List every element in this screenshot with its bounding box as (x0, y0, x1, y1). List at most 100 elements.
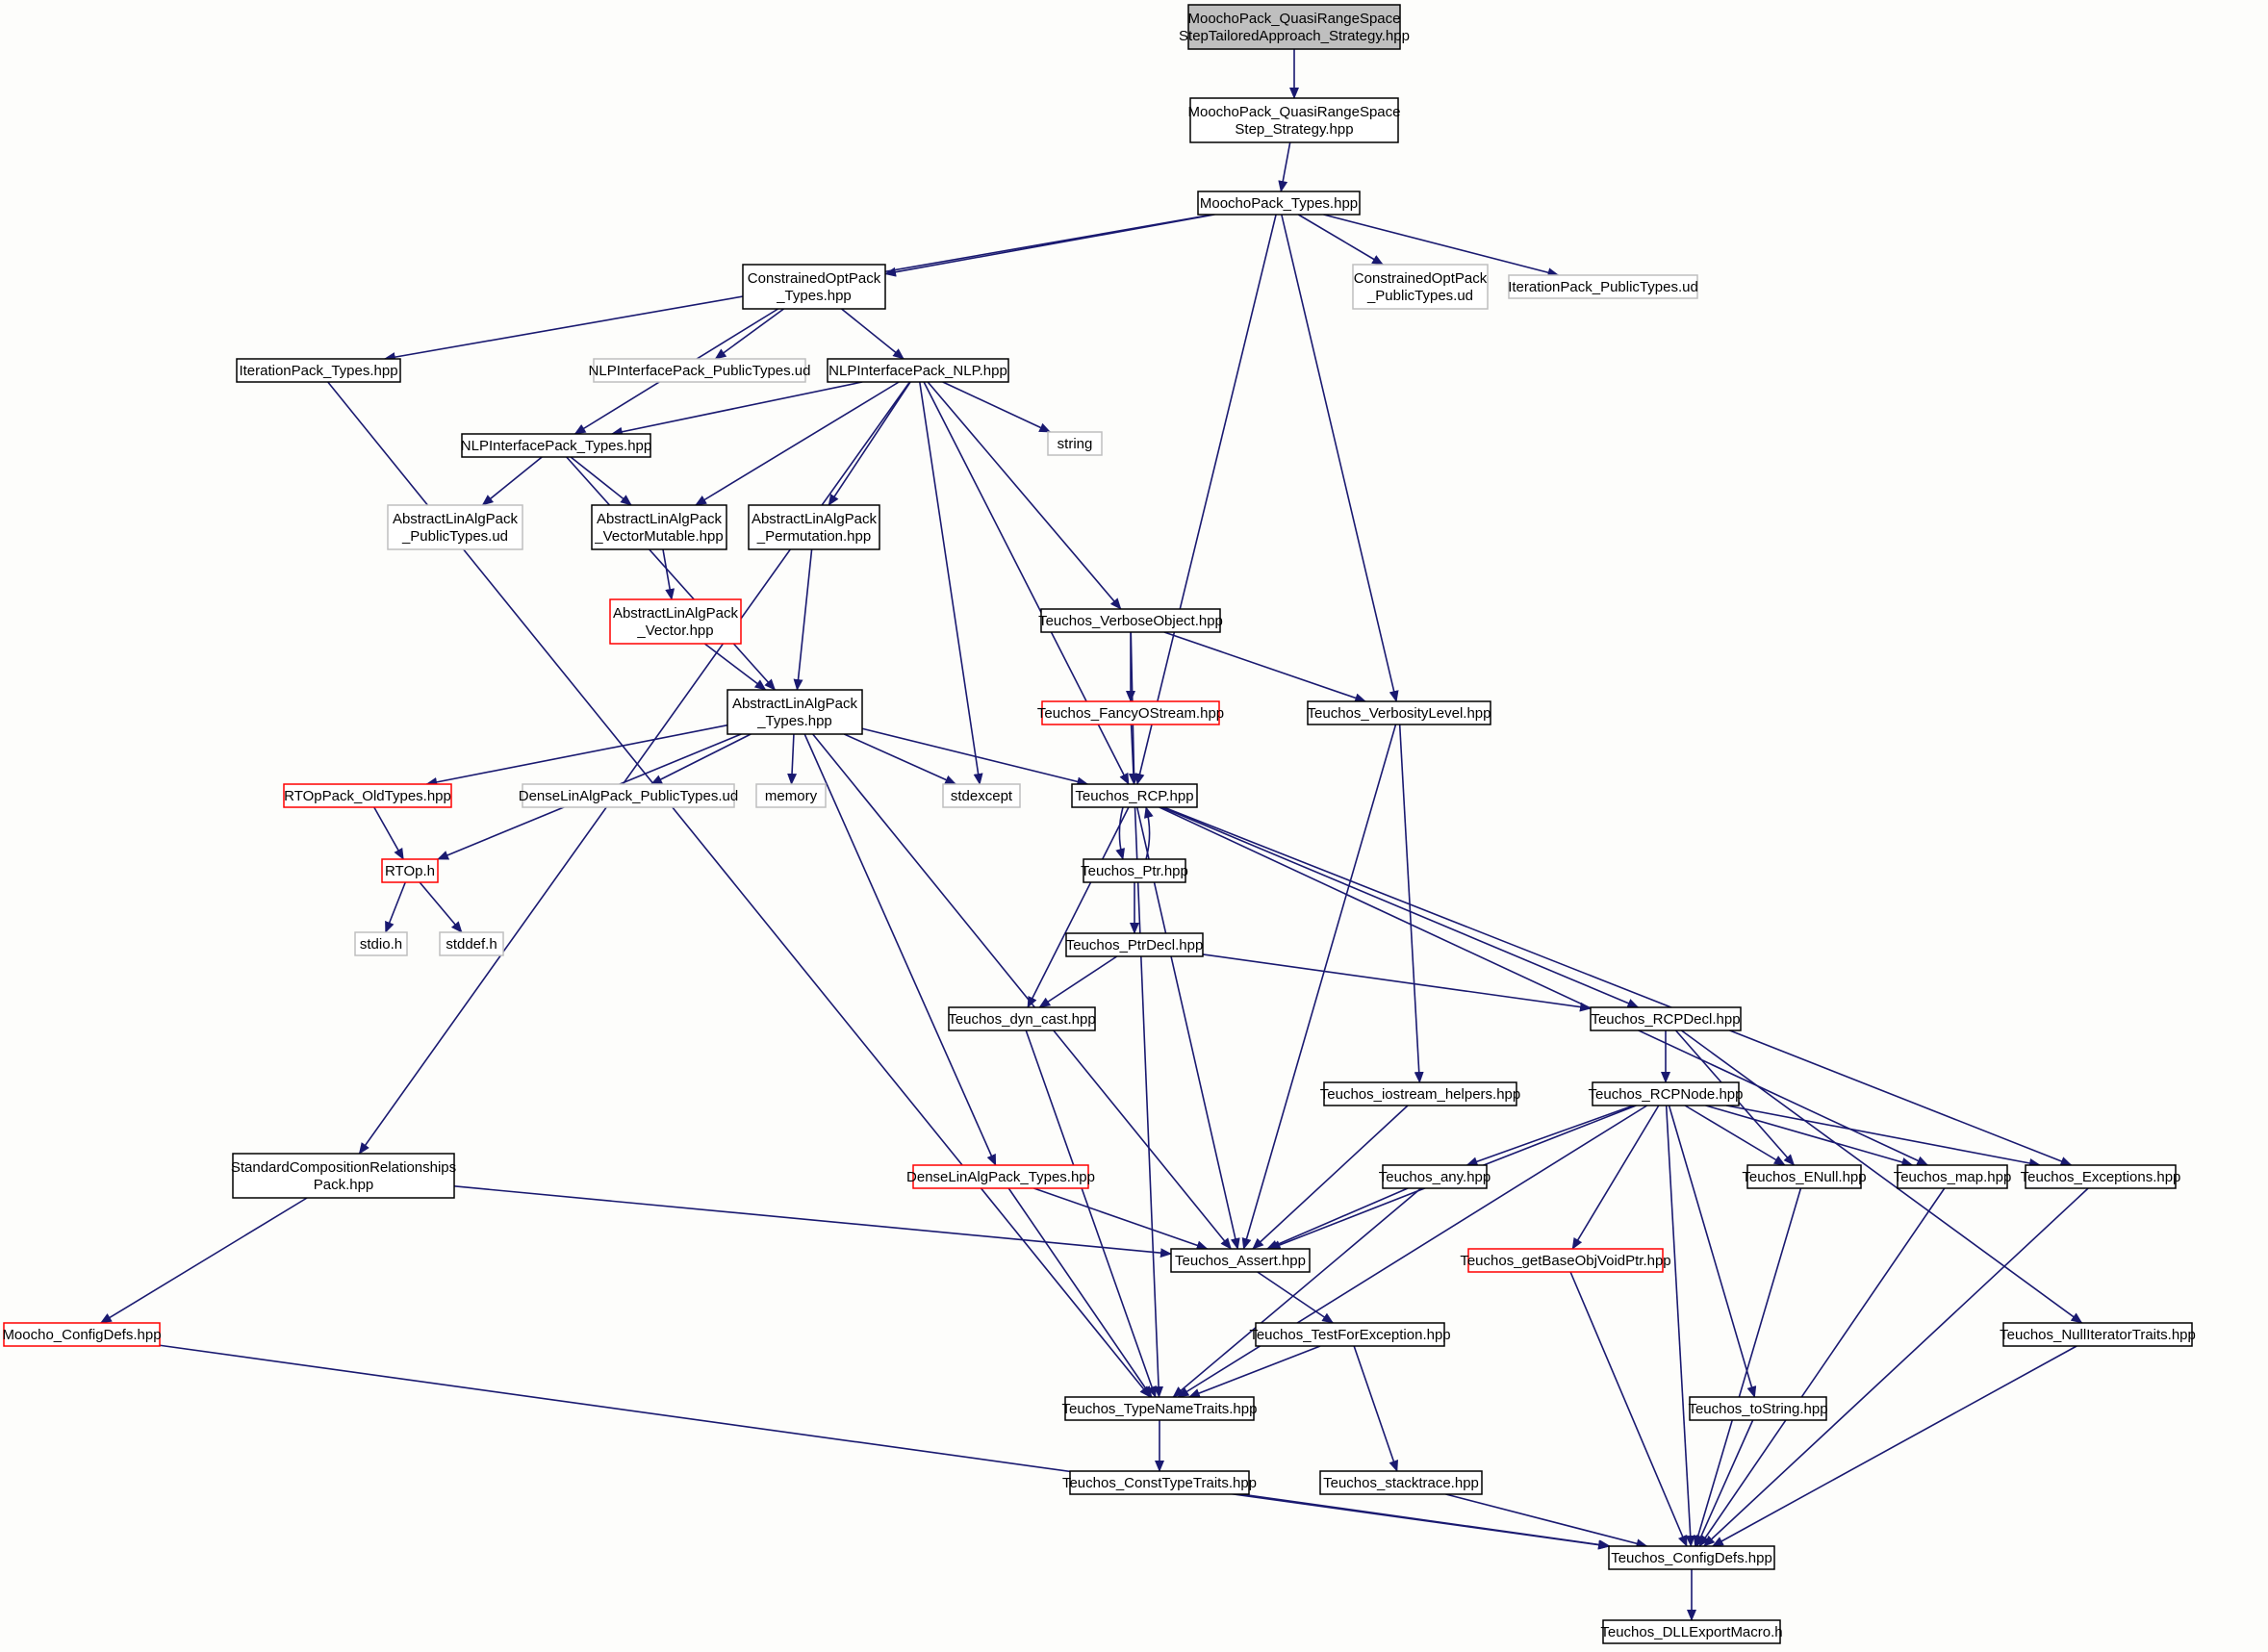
node-tostr[interactable]: Teuchos_toString.hpp (1688, 1396, 1828, 1421)
node-label-coptypes-1: _Types.hpp (776, 288, 852, 304)
node-coptypes[interactable]: ConstrainedOptPack_Types.hpp (742, 264, 886, 310)
node-box-tcfg (1608, 1545, 1775, 1570)
edge-ptr-to-rcp (1144, 806, 1154, 860)
node-box-stdio (354, 931, 408, 956)
edge-coptypes-to-nlppub (714, 308, 785, 360)
node-itpub[interactable]: IterationPack_PublicTypes.ud (1508, 274, 1698, 299)
edge-alatypes-to-rtopold (425, 724, 728, 787)
node-label-memory-0: memory (765, 788, 818, 804)
node-label-alavec-1: _Vector.hpp (636, 623, 713, 639)
node-label-mcfg-0: Moocho_ConfigDefs.hpp (2, 1327, 161, 1343)
edge-coptypes-to-nlpnlp (841, 308, 905, 360)
node-nlptypes[interactable]: NLPInterfacePack_Types.hpp (461, 433, 651, 458)
node-label-alavec-0: AbstractLinAlgPack (613, 605, 739, 622)
node-alapub[interactable]: AbstractLinAlgPack_PublicTypes.ud (387, 504, 523, 550)
node-label-stdexcept-0: stdexcept (951, 788, 1013, 804)
node-label-rtopold-0: RTOpPack_OldTypes.hpp (284, 788, 451, 804)
node-rcpnode[interactable]: Teuchos_RCPNode.hpp (1589, 1081, 1744, 1106)
node-ptr[interactable]: Teuchos_Ptr.hpp (1081, 858, 1188, 883)
edge-nlpnlp-to-nlptypes (610, 381, 863, 437)
node-map[interactable]: Teuchos_map.hpp (1894, 1164, 2012, 1189)
node-alavm[interactable]: AbstractLinAlgPack_VectorMutable.hpp (591, 504, 727, 550)
node-denpub[interactable]: DenseLinAlgPack_PublicTypes.ud (519, 783, 738, 808)
edge-exc-to-tcfg (1703, 1187, 2089, 1547)
node-box-tnt (1064, 1396, 1255, 1421)
edge-alatypes-to-assert (812, 733, 1232, 1250)
node-box-coptypes (742, 264, 886, 310)
node-stdexcept[interactable]: stdexcept (942, 783, 1021, 808)
edge-verbobj-to-verblvl (1163, 631, 1367, 703)
node-stack[interactable]: Teuchos_stacktrace.hpp (1319, 1470, 1483, 1495)
node-stddef[interactable]: stddef.h (439, 931, 504, 956)
node-box-stdexcept (942, 783, 1021, 808)
node-tfe[interactable]: Teuchos_TestForException.hpp (1249, 1322, 1451, 1347)
node-box-nlptypes (461, 433, 651, 458)
node-box-any (1382, 1164, 1488, 1189)
node-label-stddef-0: stddef.h (446, 936, 497, 953)
node-ptrdecl[interactable]: Teuchos_PtrDecl.hpp (1065, 932, 1204, 957)
node-label-nlppub-0: NLPInterfacePack_PublicTypes.ud (589, 363, 811, 379)
node-nlpnlp[interactable]: NLPInterfacePack_NLP.hpp (827, 358, 1009, 383)
node-label-alavm-0: AbstractLinAlgPack (597, 511, 723, 527)
node-mptypes[interactable]: MoochoPack_Types.hpp (1197, 191, 1361, 216)
node-ctt[interactable]: Teuchos_ConstTypeTraits.hpp (1062, 1470, 1257, 1495)
node-alatypes[interactable]: AbstractLinAlgPack_Types.hpp (726, 689, 863, 735)
edge-qrs-to-mptypes (1278, 141, 1291, 192)
node-enull[interactable]: Teuchos_ENull.hpp (1742, 1164, 1867, 1189)
node-label-denla-0: DenseLinAlgPack_Types.hpp (906, 1169, 1095, 1185)
node-assert[interactable]: Teuchos_Assert.hpp (1170, 1248, 1311, 1273)
edge-rcpnode-to-getbase (1571, 1105, 1660, 1250)
edge-nlptypes-to-alatypes (566, 456, 777, 691)
node-memory[interactable]: memory (755, 783, 827, 808)
node-box-ittypes (236, 358, 401, 383)
node-rtoph[interactable]: RTOp.h (381, 858, 439, 883)
node-tcfg[interactable]: Teuchos_ConfigDefs.hpp (1608, 1545, 1775, 1570)
node-rtopold[interactable]: RTOpPack_OldTypes.hpp (283, 783, 452, 808)
node-verbobj[interactable]: Teuchos_VerboseObject.hpp (1038, 608, 1223, 633)
node-box-memory (755, 783, 827, 808)
node-box-denpub (522, 783, 735, 808)
node-box-getbase (1467, 1248, 1664, 1273)
node-getbase[interactable]: Teuchos_getBaseObjVoidPtr.hpp (1460, 1248, 1671, 1273)
node-alaperm[interactable]: AbstractLinAlgPack_Permutation.hpp (748, 504, 880, 550)
node-rcpdecl[interactable]: Teuchos_RCPDecl.hpp (1590, 1006, 1742, 1031)
node-label-coptypes-0: ConstrainedOptPack (748, 270, 881, 287)
node-dll[interactable]: Teuchos_DLLExportMacro.h (1600, 1619, 1783, 1644)
node-alavec[interactable]: AbstractLinAlgPack_Vector.hpp (609, 598, 742, 645)
node-rcp[interactable]: Teuchos_RCP.hpp (1071, 783, 1198, 808)
edge-nullit-to-tcfg (1711, 1345, 2077, 1547)
node-coppub[interactable]: ConstrainedOptPack_PublicTypes.ud (1352, 264, 1489, 310)
node-box-ptrdecl (1065, 932, 1204, 957)
node-nlppub[interactable]: NLPInterfacePack_PublicTypes.ud (589, 358, 811, 383)
edge-rcp-to-tnt (1134, 806, 1164, 1398)
node-label-qrs-0: MoochoPack_QuasiRangeSpace (1188, 104, 1401, 120)
node-label-dyncast-0: Teuchos_dyn_cast.hpp (948, 1011, 1095, 1028)
node-box-coppub (1352, 264, 1489, 310)
edge-rcpdecl-to-nullit (1680, 1029, 2083, 1324)
node-verblvl[interactable]: Teuchos_VerbosityLevel.hpp (1307, 700, 1491, 725)
node-fancy[interactable]: Teuchos_FancyOStream.hpp (1037, 700, 1224, 725)
node-dyncast[interactable]: Teuchos_dyn_cast.hpp (948, 1006, 1096, 1031)
edge-denla-to-assert (1033, 1187, 1209, 1251)
node-ittypes[interactable]: IterationPack_Types.hpp (236, 358, 401, 383)
node-string[interactable]: string (1047, 431, 1103, 456)
node-label-nlpnlp-0: NLPInterfacePack_NLP.hpp (828, 363, 1007, 379)
node-denla[interactable]: DenseLinAlgPack_Types.hpp (906, 1164, 1095, 1189)
node-box-mptypes (1197, 191, 1361, 216)
edge-rcp-to-dyncast (1027, 806, 1130, 1008)
node-box-root (1187, 4, 1401, 50)
node-root[interactable]: MoochoPack_QuasiRangeSpaceStepTailoredAp… (1179, 4, 1410, 50)
node-exc[interactable]: Teuchos_Exceptions.hpp (2021, 1164, 2181, 1189)
node-mcfg[interactable]: Moocho_ConfigDefs.hpp (2, 1322, 162, 1347)
node-any[interactable]: Teuchos_any.hpp (1379, 1164, 1491, 1189)
node-tnt[interactable]: Teuchos_TypeNameTraits.hpp (1062, 1396, 1258, 1421)
node-box-verbobj (1040, 608, 1221, 633)
node-qrs[interactable]: MoochoPack_QuasiRangeSpaceStep_Strategy.… (1188, 97, 1401, 143)
node-iohelp[interactable]: Teuchos_iostream_helpers.hpp (1320, 1081, 1520, 1106)
node-nullit[interactable]: Teuchos_NullIteratorTraits.hpp (2000, 1322, 2196, 1347)
node-box-nullit (2002, 1322, 2193, 1347)
node-label-iohelp-0: Teuchos_iostream_helpers.hpp (1320, 1086, 1520, 1103)
node-stdio[interactable]: stdio.h (354, 931, 408, 956)
